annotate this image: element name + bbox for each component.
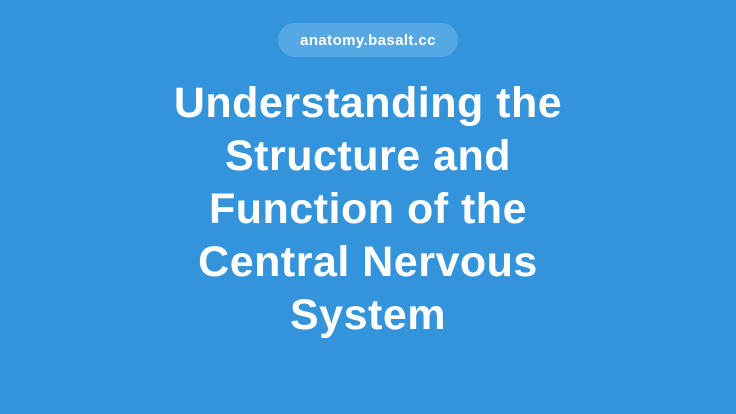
title-line-3: Function of the — [209, 185, 527, 233]
page-title: Understanding the Structure and Function… — [174, 77, 562, 342]
title-line-5: System — [290, 291, 446, 339]
title-line-2: Structure and — [224, 132, 512, 180]
title-line-4: Central Nervous — [198, 238, 538, 286]
site-url-badge: anatomy.basalt.cc — [278, 23, 458, 57]
site-url-label: anatomy.basalt.cc — [300, 31, 436, 49]
title-line-1: Understanding the — [173, 79, 563, 127]
